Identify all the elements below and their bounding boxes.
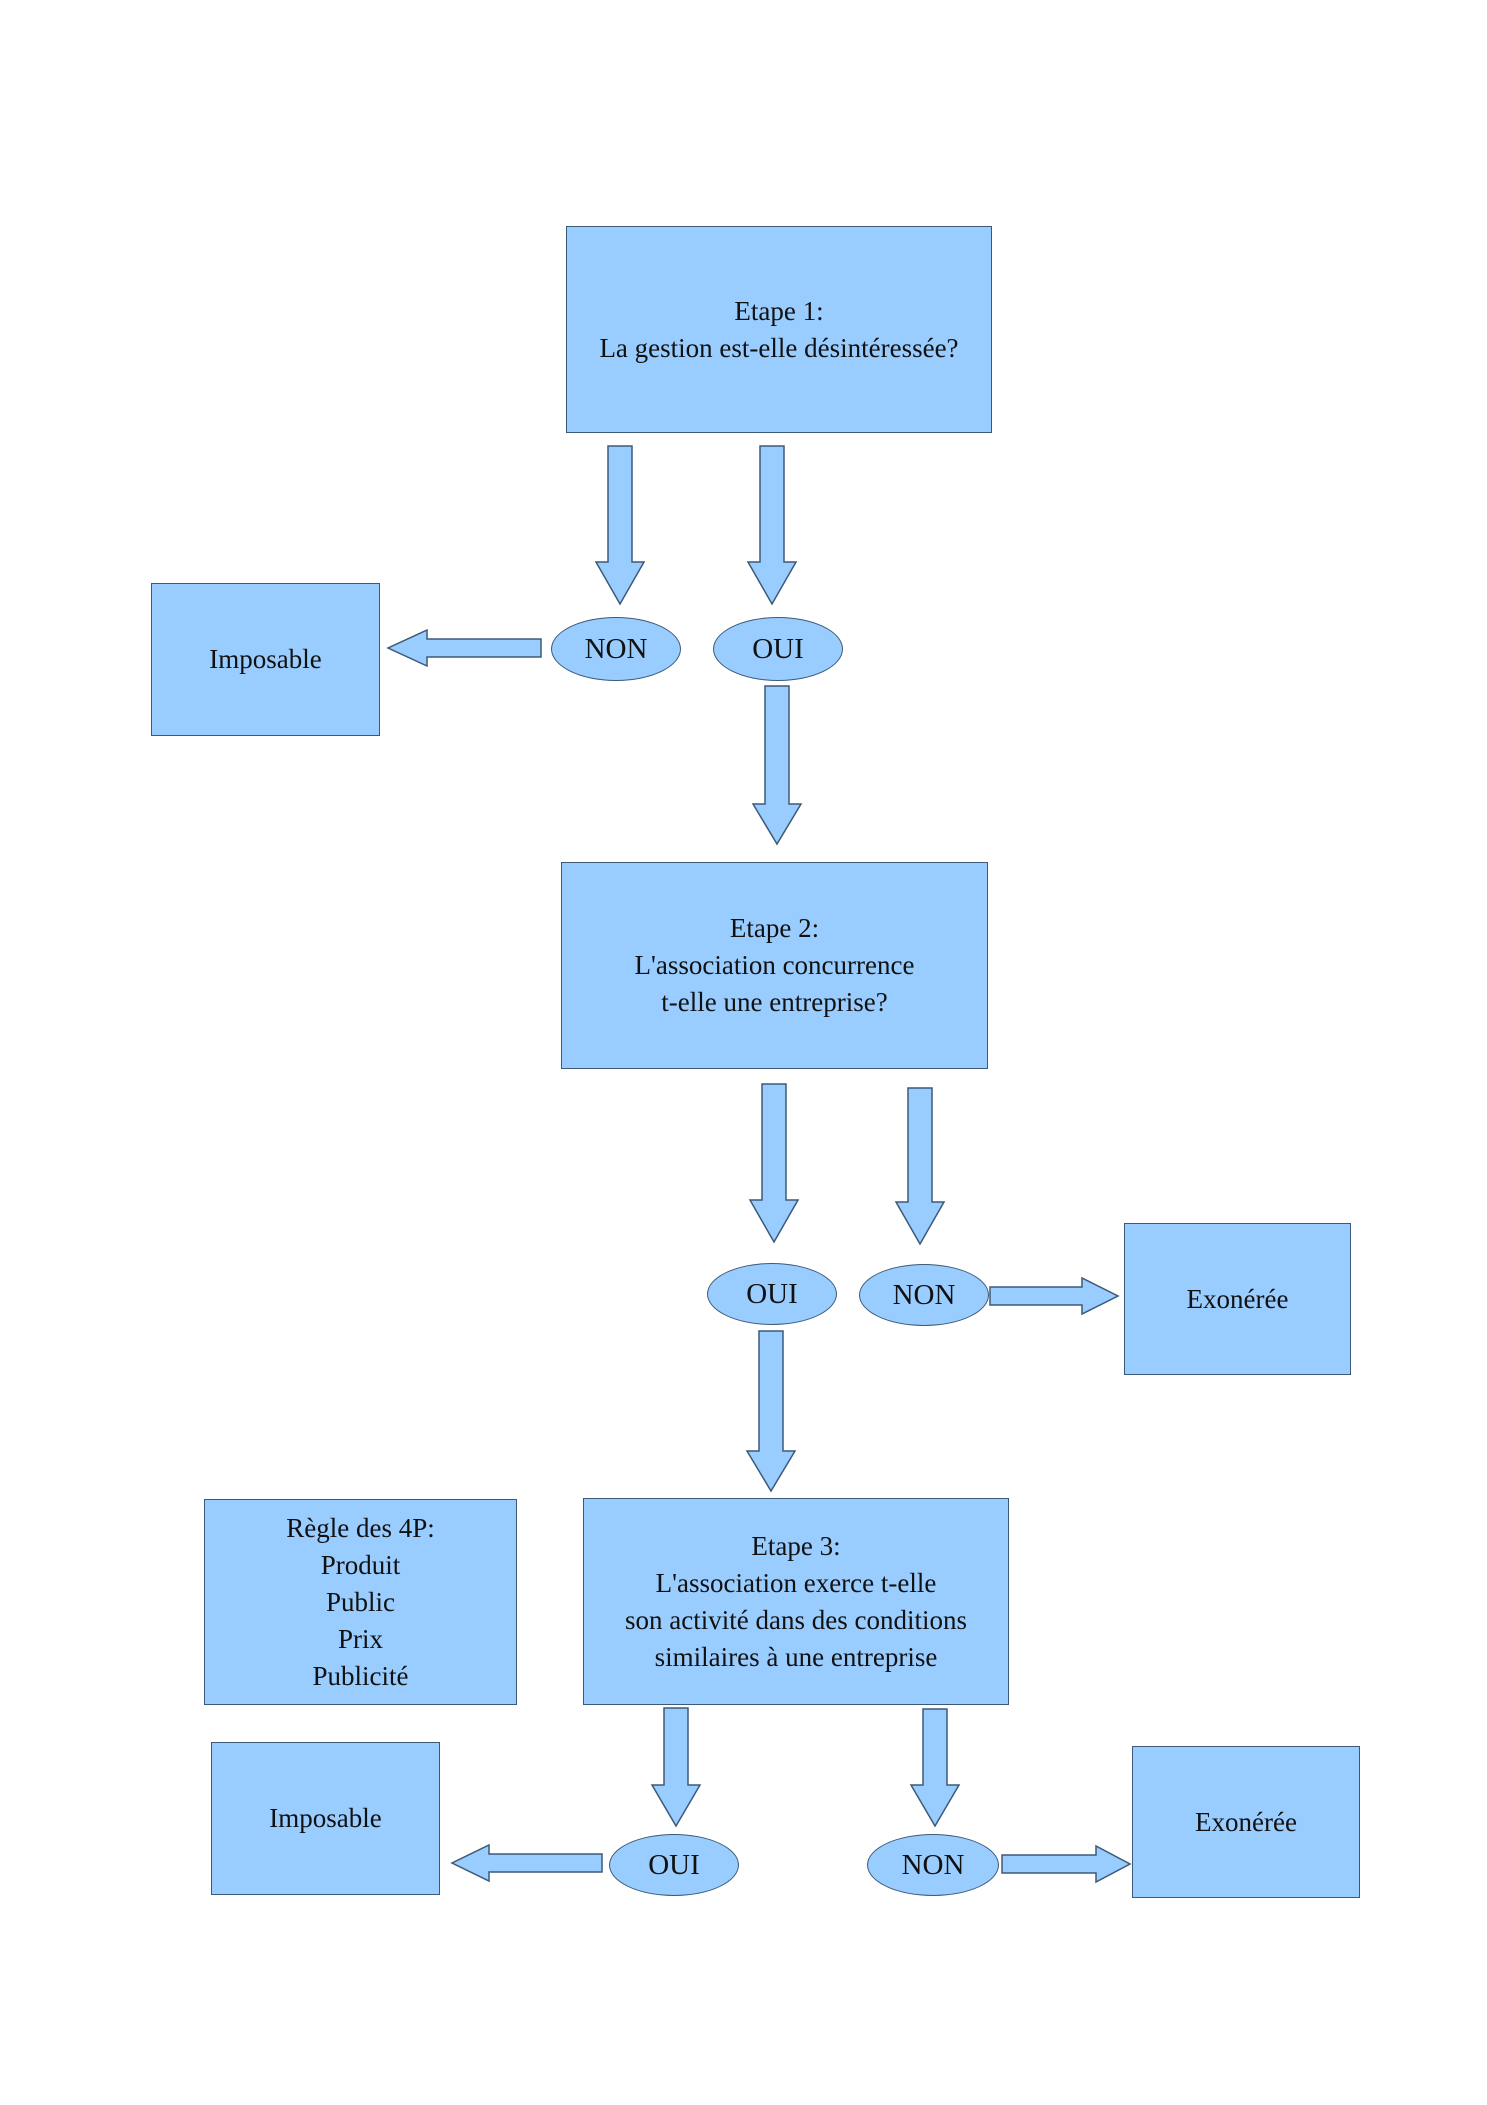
- arrow-left-step3-yes: [450, 1843, 603, 1883]
- step2-title: Etape 2:: [729, 913, 820, 943]
- arrow-left-step1-no: [386, 628, 542, 668]
- step3-title: Etape 3:: [751, 1530, 841, 1561]
- step3-yes-label: OUI: [648, 1848, 700, 1881]
- step3-no-label: NON: [901, 1848, 965, 1881]
- step3-no-result-label: Exonérée: [1195, 1806, 1297, 1837]
- step2-no-result-label: Exonérée: [1186, 1283, 1289, 1314]
- step2-no-result-box: Exonérée: [1124, 1223, 1351, 1375]
- step1-yes-oval: OUI: [713, 617, 843, 681]
- step3-question-line1: L'association exerce t-elle: [655, 1567, 937, 1598]
- rule-4p-item-public: Public: [325, 1586, 395, 1617]
- arrow-down-step2-yes: [748, 1083, 800, 1244]
- rule-4p-item-price: Prix: [337, 1623, 383, 1654]
- arrow-down-step2-yes-to-step3: [745, 1330, 797, 1493]
- arrow-down-step1-yes: [746, 445, 798, 606]
- step3-yes-oval: OUI: [609, 1834, 739, 1896]
- arrow-down-step2-no: [894, 1087, 946, 1246]
- step2-no-oval: NON: [859, 1264, 989, 1326]
- rule-4p-item-advertising: Publicité: [312, 1660, 409, 1691]
- step2-question-line2: t-elle une entreprise?: [661, 987, 888, 1017]
- step1-no-result-box: Imposable: [151, 583, 380, 736]
- step3-box: Etape 3: L'association exerce t-elle son…: [583, 1498, 1009, 1705]
- arrow-right-step2-no: [989, 1276, 1120, 1316]
- step3-no-oval: NON: [867, 1834, 999, 1896]
- arrow-down-step3-yes: [650, 1707, 702, 1828]
- step3-yes-result-box: Imposable: [211, 1742, 440, 1895]
- step1-no-result-label: Imposable: [209, 644, 322, 674]
- step1-question: La gestion est-elle désintéressée?: [599, 332, 959, 363]
- rule-4p-box: Règle des 4P: Produit Public Prix Public…: [204, 1499, 517, 1705]
- step2-box: Etape 2: L'association concurrence t-ell…: [561, 862, 988, 1069]
- arrow-down-step1-no: [594, 445, 646, 606]
- step2-no-label: NON: [892, 1278, 956, 1311]
- arrow-down-step1-yes-to-step2: [751, 685, 803, 846]
- step1-box: Etape 1: La gestion est-elle désintéress…: [566, 226, 992, 433]
- step2-yes-oval: OUI: [707, 1263, 837, 1325]
- arrow-right-step3-no: [1001, 1844, 1132, 1884]
- step1-no-label: NON: [584, 632, 648, 665]
- arrow-down-step3-no: [909, 1708, 961, 1828]
- step1-title: Etape 1:: [734, 295, 824, 326]
- step3-yes-result-label: Imposable: [269, 1803, 382, 1833]
- rule-4p-title: Règle des 4P:: [286, 1512, 435, 1543]
- step3-question-line2: son activité dans des conditions: [625, 1604, 967, 1635]
- step1-yes-label: OUI: [752, 632, 804, 665]
- step3-question-line3: similaires à une entreprise: [654, 1641, 938, 1672]
- step2-yes-label: OUI: [746, 1277, 798, 1310]
- rule-4p-item-product: Produit: [320, 1549, 401, 1580]
- step1-no-oval: NON: [551, 617, 681, 681]
- step3-no-result-box: Exonérée: [1132, 1746, 1360, 1898]
- step2-question-line1: L'association concurrence: [634, 950, 915, 980]
